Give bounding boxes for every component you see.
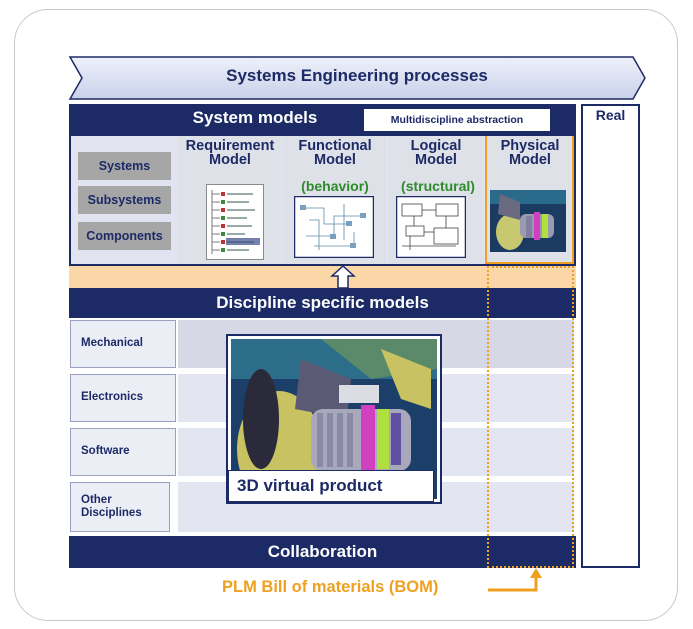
discipline-other: Other Disciplines [70, 482, 170, 532]
bom-arrow-icon [488, 568, 542, 592]
abstraction-label: Multidiscipline abstraction [364, 109, 550, 131]
logical-model-subtitle: (structural) [401, 178, 475, 194]
physical-model-title: Physical Model [500, 138, 560, 168]
peach-band [69, 266, 576, 288]
banner-label: Systems Engineering processes [226, 66, 488, 85]
functional-diagram-thumbnail [294, 196, 374, 258]
requirement-tree-thumbnail [206, 184, 264, 260]
discipline-electronics: Electronics [70, 374, 176, 422]
bom-dotted-region [487, 266, 574, 568]
discipline-mechanical: Mechanical [70, 320, 176, 368]
up-arrow-icon [330, 265, 356, 289]
physical-model-thumbnail [490, 190, 566, 252]
level-subsystems: Subsystems [78, 186, 171, 214]
banner-arrow [68, 56, 646, 100]
real-label: Real [595, 107, 626, 123]
level-systems: Systems [78, 152, 171, 180]
level-components: Components [78, 222, 171, 250]
real-column [581, 104, 640, 568]
logical-diagram-thumbnail [396, 196, 466, 258]
bom-label: PLM Bill of materials (BOM) [222, 578, 439, 596]
logical-model-title: Logical Model [410, 138, 462, 168]
requirement-model-title: Requirement Model [185, 138, 275, 168]
functional-model-title: Functional Model [298, 138, 372, 168]
virtual-product-label: 3D virtual product [228, 470, 434, 502]
discipline-software: Software [70, 428, 176, 476]
discipline-models-header: Discipline specific models [69, 288, 576, 318]
collaboration-bar: Collaboration [69, 536, 576, 568]
functional-model-subtitle: (behavior) [301, 178, 369, 194]
system-models-title: System models [192, 108, 318, 127]
